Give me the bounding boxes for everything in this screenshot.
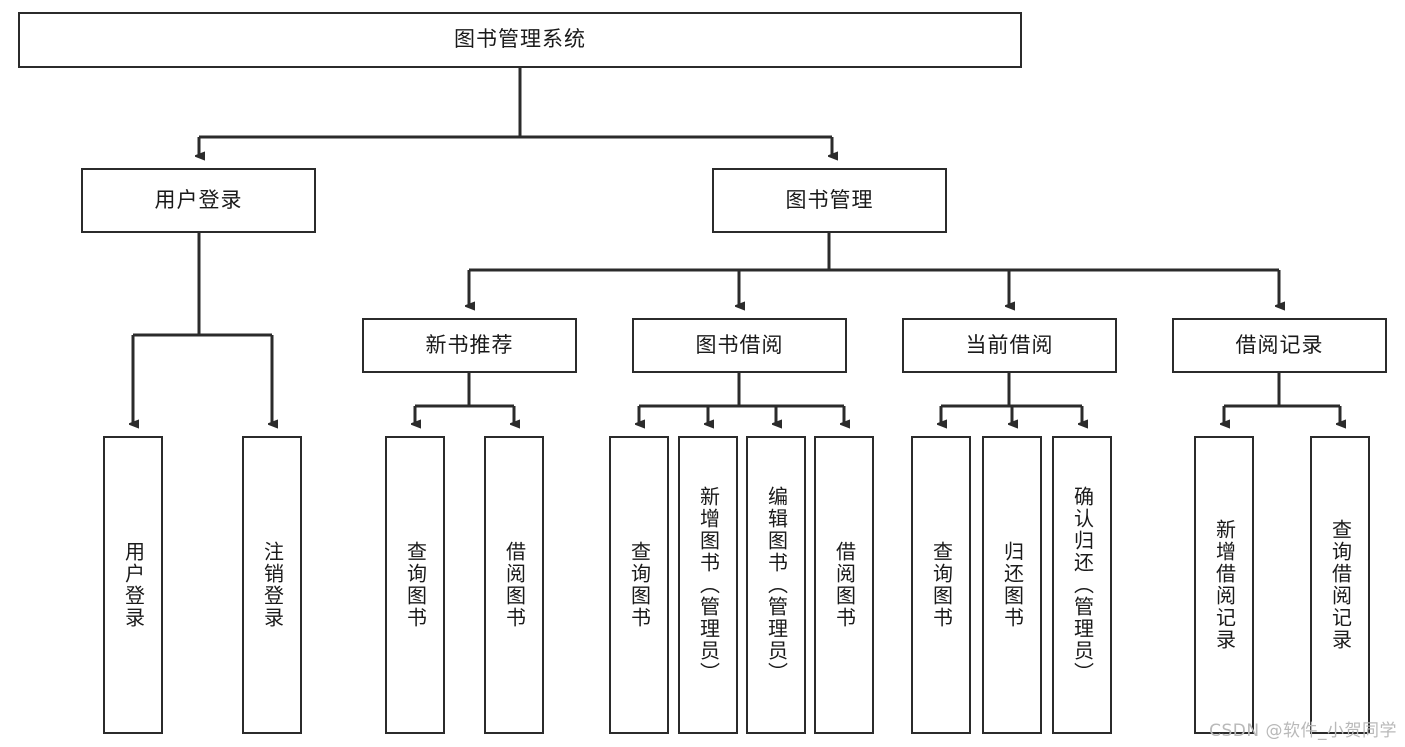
node-label: 查询图书	[929, 541, 954, 629]
leaf-user-login[interactable]: 用户登录	[103, 436, 163, 734]
node-label: 查询借阅记录	[1328, 519, 1353, 651]
leaf-edit-book-admin[interactable]: 编辑图书（管理员）	[746, 436, 806, 734]
node-user-login[interactable]: 用户登录	[81, 168, 316, 233]
node-label: 用户登录	[121, 541, 146, 629]
node-label: 新增借阅记录	[1212, 519, 1237, 651]
node-label: 借阅图书	[502, 541, 527, 629]
node-label: 当前借阅	[965, 332, 1054, 357]
leaf-confirm-return-admin[interactable]: 确认归还（管理员）	[1052, 436, 1112, 734]
node-label: 借阅记录	[1235, 332, 1324, 357]
leaf-logout[interactable]: 注销登录	[242, 436, 302, 734]
leaf-query-book-current[interactable]: 查询图书	[911, 436, 971, 734]
node-label: 注销登录	[260, 541, 285, 629]
leaf-return-book[interactable]: 归还图书	[982, 436, 1042, 734]
node-label: 归还图书	[1000, 541, 1025, 629]
leaf-query-book-recommend[interactable]: 查询图书	[385, 436, 445, 734]
node-label: 新增图书（管理员）	[696, 486, 721, 684]
leaf-borrow-book-recommend[interactable]: 借阅图书	[484, 436, 544, 734]
leaf-query-book-borrow[interactable]: 查询图书	[609, 436, 669, 734]
leaf-query-borrow-record[interactable]: 查询借阅记录	[1310, 436, 1370, 734]
watermark: CSDN @软件_小贺同学	[1209, 721, 1397, 741]
leaf-borrow-book[interactable]: 借阅图书	[814, 436, 874, 734]
node-book-management[interactable]: 图书管理	[712, 168, 947, 233]
node-label: 图书借阅	[695, 332, 784, 357]
node-borrow-records[interactable]: 借阅记录	[1172, 318, 1387, 373]
node-label: 借阅图书	[832, 541, 857, 629]
node-label: 用户登录	[154, 187, 243, 212]
node-label: 新书推荐	[425, 332, 514, 357]
node-label: 编辑图书（管理员）	[764, 486, 789, 684]
leaf-add-borrow-record[interactable]: 新增借阅记录	[1194, 436, 1254, 734]
node-label: 查询图书	[403, 541, 428, 629]
node-label: 图书管理系统	[454, 27, 586, 52]
node-label: 查询图书	[627, 541, 652, 629]
node-current-borrow[interactable]: 当前借阅	[902, 318, 1117, 373]
leaf-add-book-admin[interactable]: 新增图书（管理员）	[678, 436, 738, 734]
node-new-book-recommend[interactable]: 新书推荐	[362, 318, 577, 373]
node-book-borrow[interactable]: 图书借阅	[632, 318, 847, 373]
node-label: 图书管理	[785, 187, 874, 212]
node-root[interactable]: 图书管理系统	[18, 12, 1022, 68]
node-label: 确认归还（管理员）	[1070, 486, 1095, 684]
